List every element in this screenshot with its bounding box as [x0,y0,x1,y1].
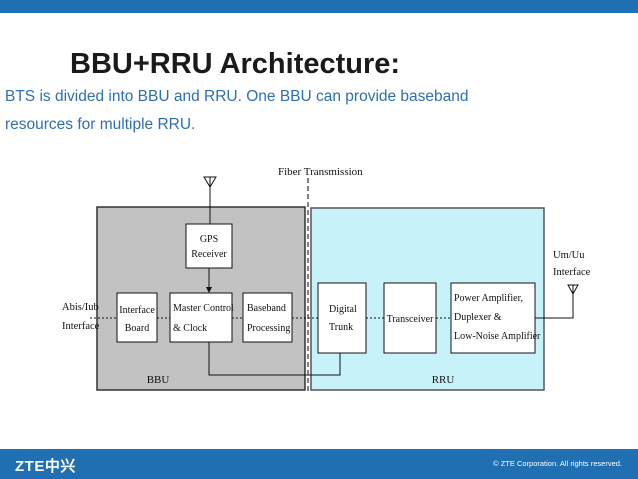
copyright-text: © ZTE Corporation. All rights reserved. [493,459,622,468]
bbu-label: BBU [147,374,170,386]
pa-line-2: Duplexer & [454,312,502,323]
gps-receiver-line-1: GPS [200,234,218,245]
slide-subtitle-line-1: BTS is divided into BBU and RRU. One BBU… [5,88,469,105]
digital-trunk-line-2: Trunk [329,322,353,333]
gps-receiver-line-2: Receiver [191,249,227,260]
footer-bar: ZTE中兴 © ZTE Corporation. All rights rese… [0,449,638,479]
power-amplifier-block [450,282,536,354]
transceiver-label: Transceiver [387,314,435,325]
pa-antenna-line [535,298,574,319]
baseband-line-2: Processing [247,323,290,334]
digital-trunk-block [317,282,367,354]
master-control-line-2: & Clock [173,323,207,334]
fiber-transmission-label: Fiber Transmission [278,166,363,178]
baseband-line-1: Baseband [247,303,286,314]
slide-title: BBU+RRU Architecture: [70,48,401,80]
umuu-label-line-2: Interface [553,267,591,278]
master-control-block [169,292,233,343]
zte-logo: ZTE中兴 [15,458,76,475]
pa-line-3: Low-Noise Amplifier [454,331,541,342]
clock-sync-line [208,342,341,376]
rru-antenna-icon [567,284,579,300]
master-control-line-1: Master Control [173,303,234,314]
gps-receiver-block [185,223,233,269]
rru-label: RRU [432,374,455,386]
slide-subtitle-line-2: resources for multiple RRU. [5,116,196,133]
interface-board-line-2: Board [125,323,149,334]
pa-line-1: Power Amplifier, [454,293,523,304]
umuu-label-line-1: Um/Uu [553,250,585,261]
abis-label-line-2: Interface [62,321,100,332]
transceiver-block [383,282,437,354]
top-accent-bar [0,0,638,13]
digital-trunk-line-1: Digital [329,304,357,315]
gps-antenna-icon [203,176,217,224]
baseband-processing-block [242,292,293,343]
abis-label-line-1: Abis/Iub [62,302,99,313]
interface-board-block [116,292,158,343]
interface-board-line-1: Interface [119,305,155,316]
